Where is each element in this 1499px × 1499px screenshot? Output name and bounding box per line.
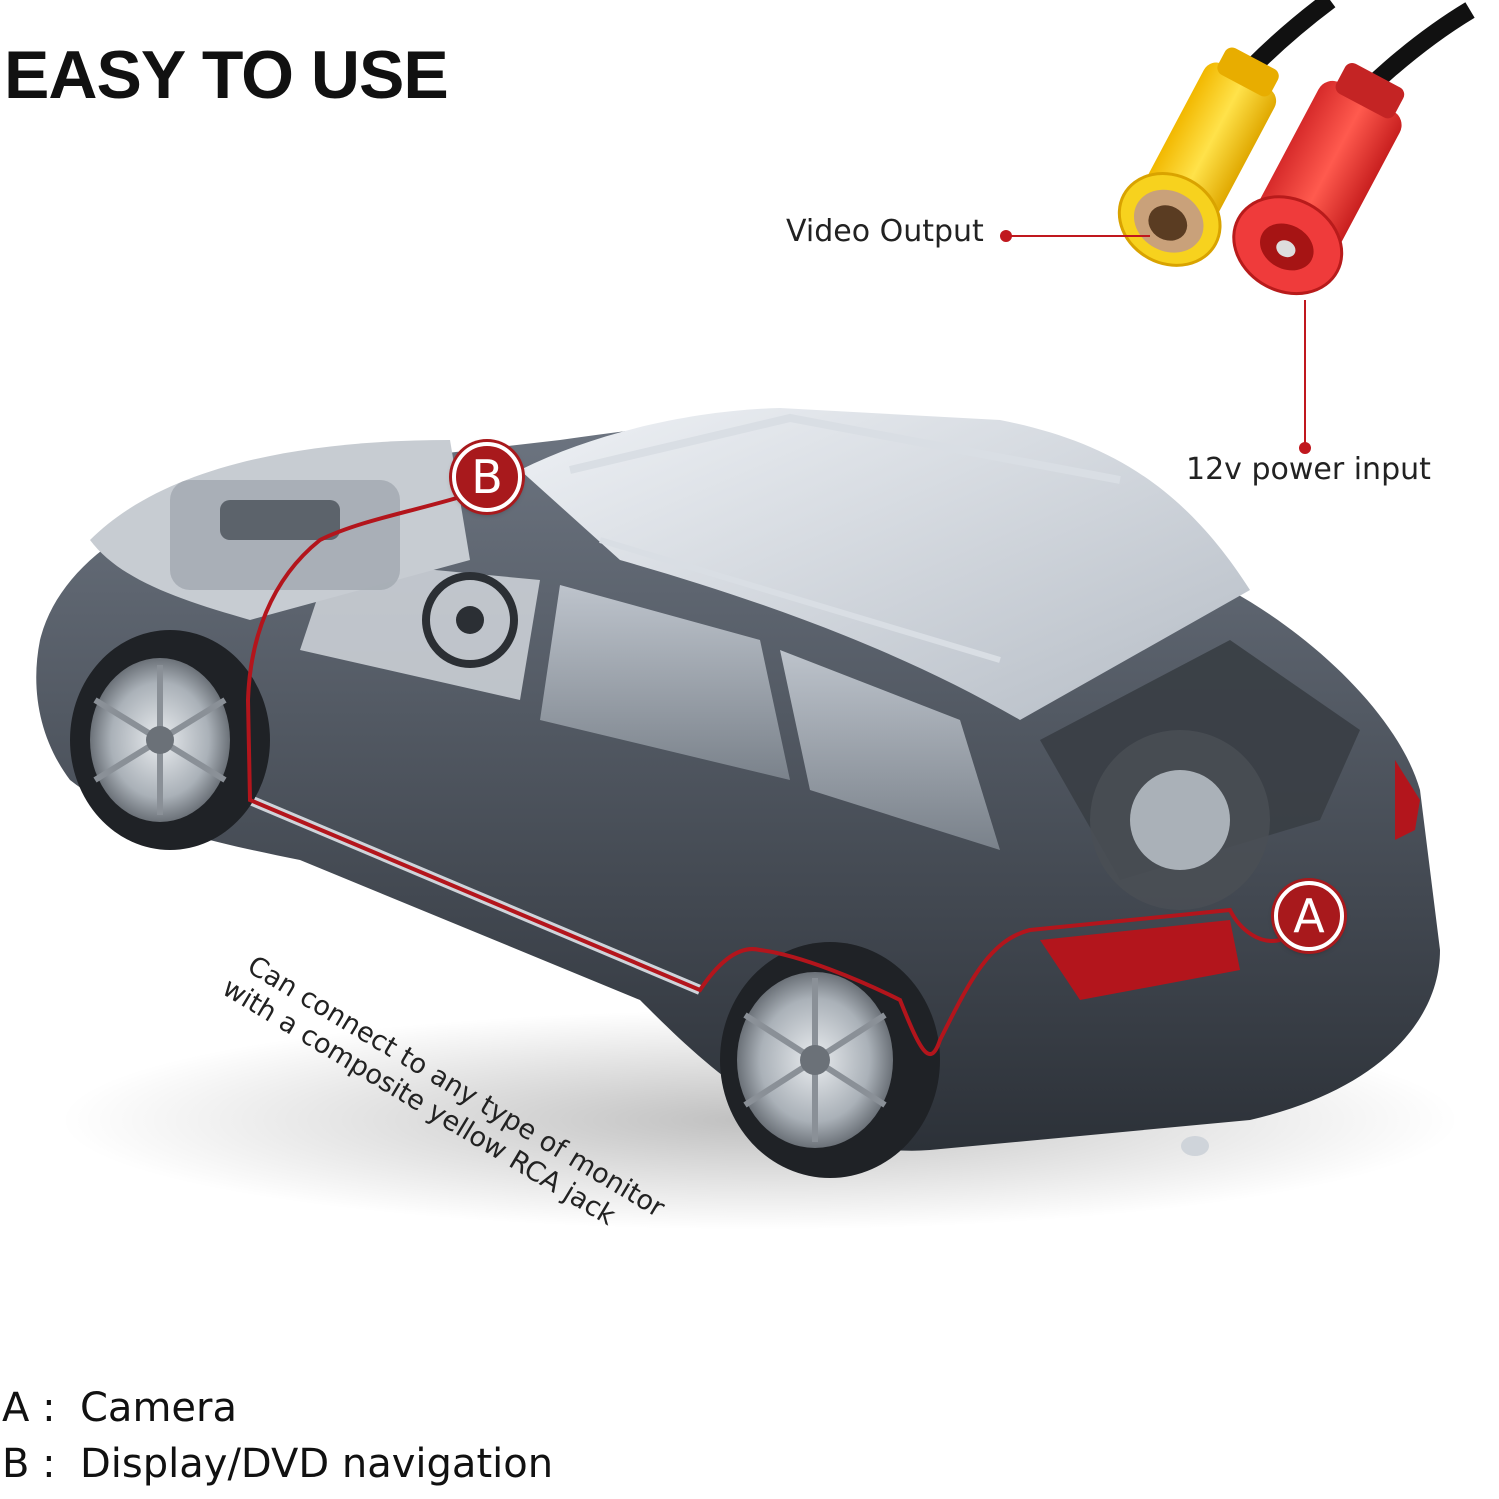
marker-a-badge: A (1274, 881, 1344, 951)
legend-item-display: B : Display/DVD navigation (2, 1436, 553, 1492)
legend: A : Camera B : Display/DVD navigation (2, 1380, 553, 1492)
headline: EASY TO USE (4, 37, 449, 113)
legend-key: A : (2, 1385, 56, 1431)
front-wheel (70, 630, 270, 850)
legend-key: B : (2, 1441, 56, 1487)
power-input-label: 12v power input (1186, 452, 1431, 487)
rca-connectors (1000, 0, 1475, 454)
legend-text: Display/DVD navigation (80, 1441, 554, 1487)
yellow-rca-plug (1117, 47, 1279, 267)
wiring-route (245, 492, 1281, 1056)
marker-b-badge: B (452, 442, 522, 512)
legend-text: Camera (80, 1385, 237, 1431)
video-output-label: Video Output (786, 214, 984, 249)
car-body (36, 408, 1440, 1156)
rear-wheel (720, 942, 940, 1178)
legend-item-camera: A : Camera (2, 1380, 553, 1436)
red-power-plug (1232, 62, 1405, 296)
